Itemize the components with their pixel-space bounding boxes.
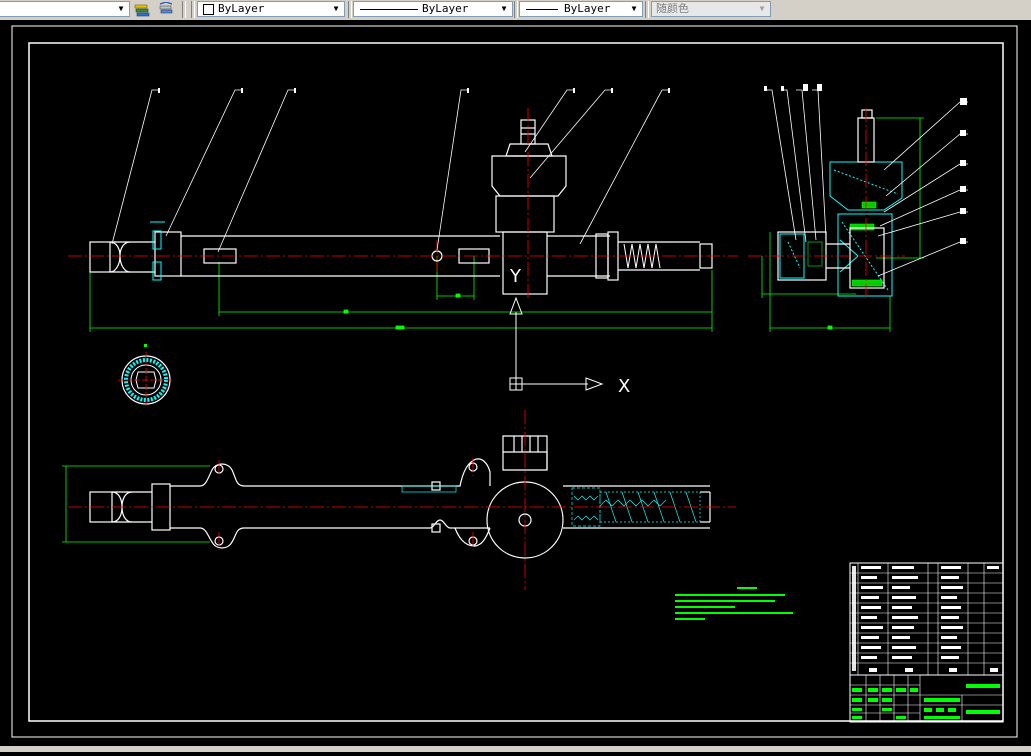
- linetype-sample-icon: [360, 9, 418, 10]
- linetype-dropdown[interactable]: ByLayer ▼: [353, 1, 513, 17]
- side-view-outline: [777, 109, 885, 289]
- part-leaders-front: [111, 89, 670, 253]
- toolbar-separator: [348, 1, 352, 18]
- lineweight-dropdown-value: ByLayer: [564, 2, 611, 15]
- lineweight-dropdown[interactable]: ByLayer ▼: [519, 1, 643, 17]
- top-view: [62, 410, 736, 590]
- drawing-border: [11, 25, 1018, 738]
- top-view-centerlines: [68, 410, 736, 590]
- front-view: [68, 88, 738, 332]
- part-balloon-ticks-side: [764, 84, 967, 244]
- color-dropdown[interactable]: ByLayer ▼: [197, 1, 345, 17]
- front-view-outline: [89, 119, 713, 295]
- layer-state-icon[interactable]: [134, 2, 150, 17]
- ucs-icon: [509, 296, 604, 391]
- layer-previous-icon[interactable]: [158, 1, 174, 17]
- toolbar-separator: [645, 1, 649, 18]
- side-view-green-seals: [807, 201, 883, 287]
- side-view-centerlines: [748, 108, 905, 300]
- rack-cross-section: [118, 344, 174, 408]
- ucs-x-label: X: [618, 376, 630, 397]
- side-view-dimensions: [761, 117, 924, 332]
- toolbar-separator: [182, 1, 186, 18]
- lineweight-sample-icon: [526, 9, 558, 10]
- color-swatch-icon: [203, 4, 214, 15]
- properties-toolbar: ▼ ByLayer ▼ ByLayer ▼ ByLayer ▼ 随颜色 ▼: [0, 0, 1031, 21]
- chevron-down-icon[interactable]: ▼: [631, 4, 637, 13]
- technical-notes: [675, 587, 793, 620]
- drawing-canvas[interactable]: X Y: [0, 20, 1031, 752]
- rack-boot-section: [150, 221, 165, 281]
- top-view-outline: [89, 435, 711, 559]
- chevron-down-icon[interactable]: ▼: [501, 4, 507, 13]
- horizontal-scrollbar[interactable]: [0, 746, 1031, 752]
- color-dropdown-value: ByLayer: [218, 2, 265, 15]
- plotstyle-dropdown[interactable]: 随颜色 ▼: [651, 1, 771, 17]
- chevron-down-icon[interactable]: ▼: [759, 4, 765, 13]
- toolbar-separator: [514, 1, 518, 18]
- layer-dropdown[interactable]: ▼: [0, 1, 130, 17]
- chevron-down-icon[interactable]: ▼: [333, 4, 339, 13]
- front-view-centerlines: [68, 108, 738, 300]
- title-block: [849, 562, 1004, 723]
- linetype-dropdown-value: ByLayer: [422, 2, 469, 15]
- front-view-dimensions: [89, 256, 713, 332]
- side-section-view: [748, 84, 968, 332]
- toolbar-separator: [191, 1, 195, 18]
- cad-drawing: X Y: [11, 25, 1018, 738]
- ucs-y-label: Y: [509, 266, 522, 287]
- plotstyle-dropdown-value: 随颜色: [656, 2, 689, 15]
- part-balloon-ticks: [158, 88, 670, 93]
- chevron-down-icon[interactable]: ▼: [118, 4, 124, 13]
- top-view-dimensions: [62, 465, 210, 543]
